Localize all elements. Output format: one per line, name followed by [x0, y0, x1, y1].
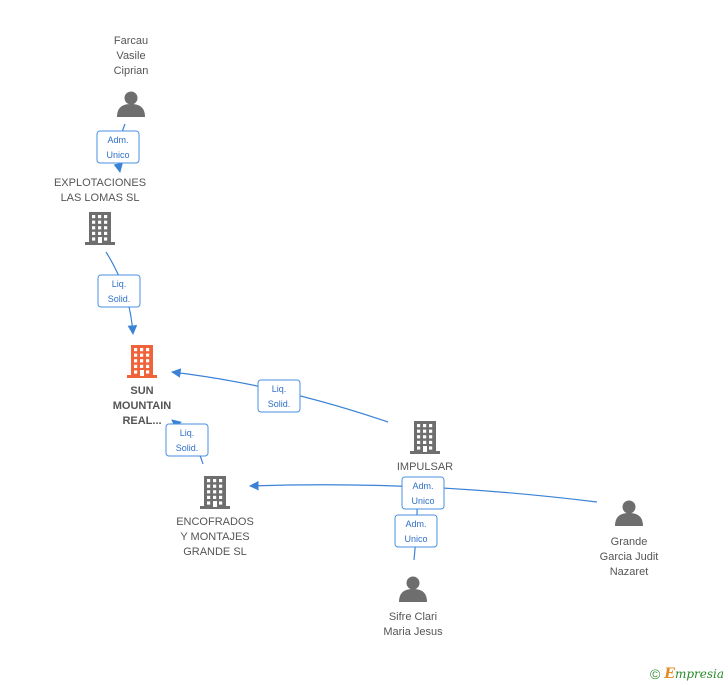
role-tag-text: Solid.: [108, 294, 131, 304]
building-icon[interactable]: [85, 212, 115, 245]
building-icon[interactable]: [200, 476, 230, 509]
node-label: Sifre Clari: [389, 611, 437, 623]
role-tag[interactable]: Liq. Solid.: [97, 274, 141, 308]
node-label: Grande: [611, 536, 648, 548]
role-tag-text: Adm.: [405, 519, 426, 529]
node-label: Vasile: [116, 50, 145, 62]
role-tag[interactable]: Adm. Unico: [401, 476, 445, 510]
role-tag[interactable]: Adm. Unico: [394, 514, 438, 548]
node-sun[interactable]: SUN MOUNTAIN REAL...: [113, 345, 172, 427]
copyright-icon: ©: [650, 666, 661, 682]
role-tag-box[interactable]: [97, 274, 141, 308]
node-label: MOUNTAIN: [113, 400, 172, 412]
edges-layer: [105, 123, 598, 561]
node-label: Ciprian: [114, 65, 149, 77]
building-icon[interactable]: [410, 421, 440, 454]
brand-name: mpresia: [675, 667, 725, 681]
node-label: Nazaret: [610, 566, 649, 578]
role-tag-text: Adm.: [412, 481, 433, 491]
node-label: ENCOFRADOS: [176, 516, 254, 528]
role-tag-text: Unico: [404, 534, 427, 544]
node-encofrados[interactable]: ENCOFRADOS Y MONTAJES GRANDE SL: [176, 476, 254, 558]
role-tag-box[interactable]: [394, 514, 438, 548]
node-label: Y MONTAJES: [180, 531, 249, 543]
node-label: IMPULSAR: [397, 461, 453, 473]
person-icon[interactable]: [117, 91, 145, 118]
role-tag[interactable]: Adm. Unico: [96, 130, 140, 164]
person-icon[interactable]: [399, 576, 427, 603]
role-tag-text: Solid.: [176, 443, 199, 453]
node-explotaciones[interactable]: EXPLOTACIONES LAS LOMAS SL: [54, 177, 146, 245]
node-label: GRANDE SL: [183, 546, 247, 558]
brand-footer: © Empresia: [650, 664, 724, 684]
role-tag-text: Liq.: [180, 428, 195, 438]
brand-logo: Empresia: [664, 666, 724, 682]
role-tag[interactable]: Liq. Solid.: [165, 423, 209, 457]
role-tag-box[interactable]: [257, 379, 301, 413]
person-icon[interactable]: [615, 500, 643, 527]
role-tag[interactable]: Liq. Solid.: [257, 379, 301, 413]
role-tag-text: Liq.: [112, 279, 127, 289]
role-tag-text: Unico: [411, 496, 434, 506]
role-tag-box[interactable]: [165, 423, 209, 457]
node-label: Garcia Judit: [600, 551, 659, 563]
node-label: Maria Jesus: [383, 626, 443, 638]
node-label: SUN: [130, 385, 153, 397]
role-tag-text: Adm.: [107, 135, 128, 145]
building-icon[interactable]: [127, 345, 157, 378]
role-tag-box[interactable]: [401, 476, 445, 510]
node-label: EXPLOTACIONES: [54, 177, 146, 189]
role-tag-box[interactable]: [96, 130, 140, 164]
tags-layer: Adm.UnicoLiq.Solid.Liq.Solid.Liq.Solid.A…: [96, 130, 445, 548]
node-label: REAL...: [122, 415, 161, 427]
role-tag-text: Unico: [106, 150, 129, 160]
role-tag-text: Liq.: [272, 384, 287, 394]
node-label: LAS LOMAS SL: [61, 192, 140, 204]
role-tag-text: Solid.: [268, 399, 291, 409]
node-label: Farcau: [114, 35, 148, 47]
brand-initial: E: [664, 666, 675, 682]
